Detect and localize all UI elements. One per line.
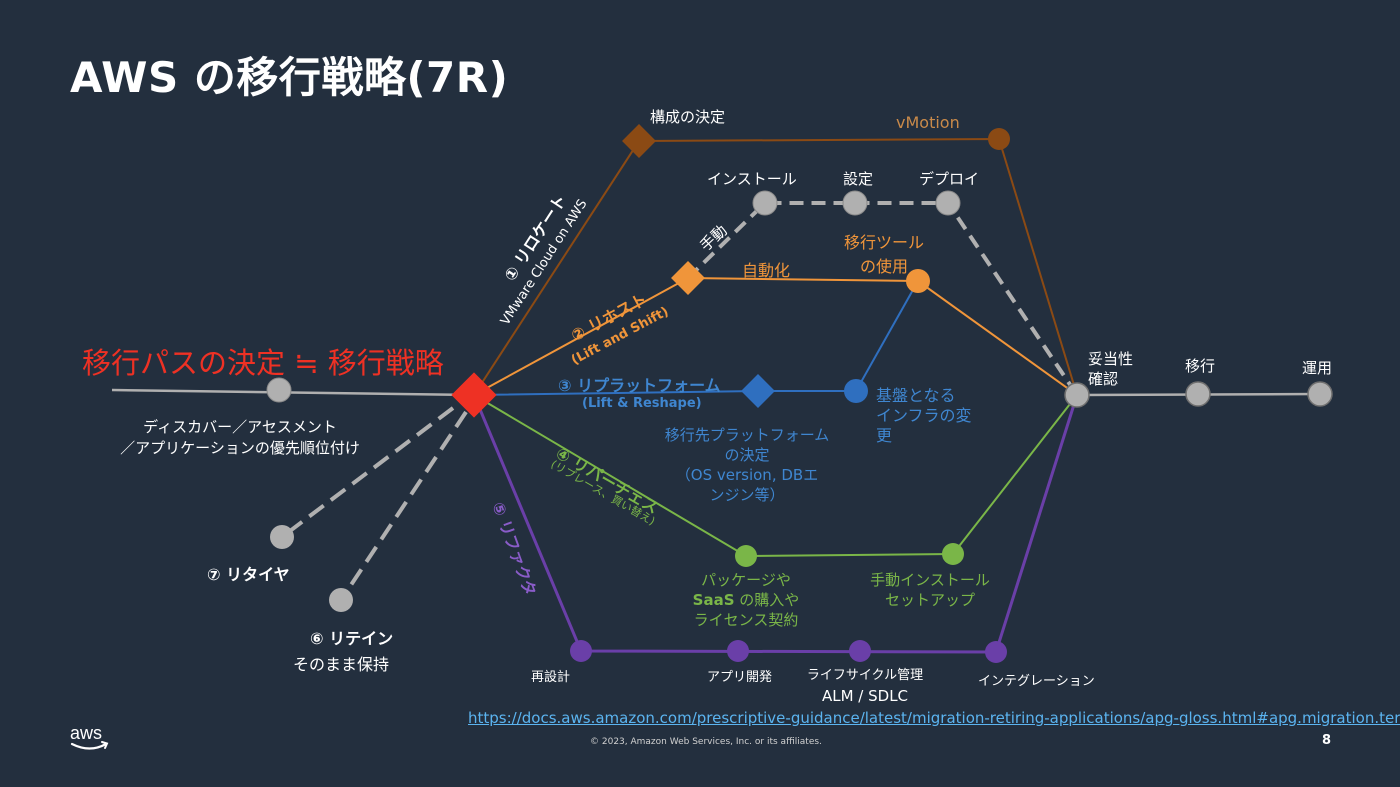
install-node bbox=[752, 190, 778, 216]
replatform-diamond bbox=[741, 374, 775, 408]
aws-logo: aws bbox=[68, 722, 112, 754]
validate-node bbox=[1064, 382, 1090, 408]
install-label: インストール bbox=[707, 170, 797, 188]
retain-node bbox=[329, 588, 353, 612]
setup-node bbox=[942, 543, 964, 565]
automation-label: 自動化 bbox=[742, 261, 791, 280]
migration-tool-label: 移行ツール の使用 bbox=[843, 233, 924, 276]
setup-label: 手動インストール セットアップ bbox=[870, 571, 990, 609]
retire-label: ⑦ リタイヤ bbox=[207, 565, 290, 584]
repurchase-path bbox=[473, 394, 1078, 558]
retire-node bbox=[270, 525, 294, 549]
vmotion-node bbox=[988, 128, 1010, 150]
page-number: 8 bbox=[1322, 733, 1332, 748]
redesign-label: 再設計 bbox=[531, 670, 571, 685]
package-label: パッケージや SaaS の購入や ライセンス契約 bbox=[692, 571, 800, 629]
discovery-line bbox=[111, 388, 475, 397]
retain-path bbox=[339, 410, 468, 602]
migrate-node bbox=[1185, 381, 1211, 407]
relocate-step-label: 構成の決定 bbox=[650, 108, 726, 126]
redesign-node bbox=[570, 640, 592, 662]
operate-label: 運用 bbox=[1302, 359, 1333, 377]
vmotion-label: vMotion bbox=[896, 113, 960, 132]
refactor-path bbox=[472, 394, 1079, 654]
integration-label: インテグレーション bbox=[978, 674, 1095, 689]
rehost-diamond bbox=[671, 261, 705, 295]
migration-tool-node bbox=[906, 269, 930, 293]
config-label: 設定 bbox=[843, 170, 874, 188]
validate-label: 妥当性 確認 bbox=[1088, 350, 1134, 388]
copyright: © 2023, Amazon Web Services, Inc. or its… bbox=[590, 737, 822, 747]
replatform-label: ③ リプラットフォーム bbox=[558, 376, 721, 395]
deploy-node bbox=[935, 190, 961, 216]
replatform-to-tool bbox=[855, 280, 919, 392]
config-node bbox=[842, 190, 868, 216]
lifecycle-label: ライフサイクル管理 ALM / SDLC bbox=[806, 668, 924, 705]
lifecycle-node bbox=[849, 640, 871, 662]
discovery-label: ディスカバー／アセスメント ／アプリケーションの優先順位付け bbox=[120, 418, 360, 457]
platform-decision-label: 移行先プラットフォーム の決定 （OS version, DBエ ンジン等） bbox=[664, 426, 830, 504]
package-node bbox=[735, 545, 757, 567]
strategy-decision-diamond bbox=[451, 372, 497, 418]
relocate-decision-diamond bbox=[622, 124, 656, 158]
migrate-label: 移行 bbox=[1185, 357, 1216, 375]
page-title: AWS の移行戦略(7R) bbox=[70, 53, 509, 102]
infra-node bbox=[844, 379, 868, 403]
migration-path-label: 移行パスの決定 ≒ 移行戦略 bbox=[82, 346, 444, 380]
appdev-label: アプリ開発 bbox=[707, 670, 773, 685]
appdev-node bbox=[727, 640, 749, 662]
relocate-path bbox=[473, 137, 1078, 396]
infra-change-label: 基盤となる インフラの変 更 bbox=[876, 386, 972, 445]
replatform-sublabel: (Lift & Reshape) bbox=[582, 396, 702, 411]
discovery-node bbox=[266, 377, 292, 403]
aws-logo-text: aws bbox=[70, 723, 102, 743]
rehost-path bbox=[473, 276, 1078, 396]
integration-node bbox=[985, 641, 1007, 663]
reference-link[interactable]: https://docs.aws.amazon.com/prescriptive… bbox=[468, 709, 1400, 727]
deploy-label: デプロイ bbox=[919, 170, 980, 188]
operate-node bbox=[1307, 381, 1333, 407]
retain-label: ⑥ リテイン bbox=[310, 629, 394, 648]
retain-sublabel: そのまま保持 bbox=[293, 655, 390, 674]
retire-path bbox=[280, 406, 455, 539]
